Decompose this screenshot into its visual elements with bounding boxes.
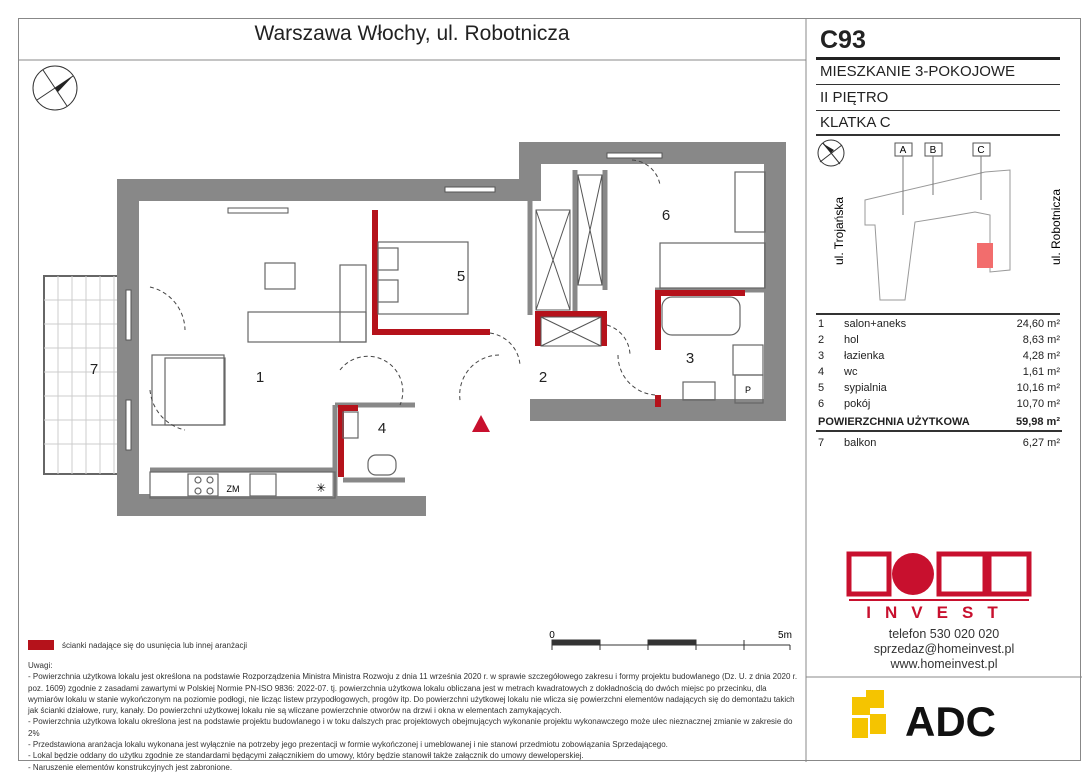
notes-heading: Uwagi: xyxy=(28,661,53,670)
staircase-b-label: B xyxy=(930,145,937,156)
boiler-label: P xyxy=(745,385,751,395)
street-left-label: ul. Trojańska xyxy=(832,197,846,265)
legend-label: ścianki nadające się do usunięcia lub in… xyxy=(62,641,248,650)
staircase-a-label: A xyxy=(900,145,907,156)
scale-end: 5m xyxy=(778,630,792,641)
north-arrow-icon xyxy=(32,65,78,111)
divider xyxy=(816,110,1060,111)
logo-text: INVEST xyxy=(866,603,1011,622)
street-right-label: ul. Robotnicza xyxy=(1049,189,1063,265)
notes: Uwagi: - Powierzchnia użytkowa lokalu je… xyxy=(28,660,798,773)
room-label-1: 1 xyxy=(256,369,264,386)
adc-logo: ADC xyxy=(852,690,996,745)
legend-swatch xyxy=(28,640,54,650)
page-title: Warszawa Włochy, ul. Robotnicza xyxy=(254,22,570,45)
room-label-6: 6 xyxy=(662,207,670,224)
contact-phone: telefon 530 020 020 xyxy=(888,627,1000,641)
scale-start: 0 xyxy=(549,630,555,641)
scale-bar xyxy=(551,639,791,650)
staircase-c-label: C xyxy=(977,145,984,156)
room-label-2: 2 xyxy=(539,369,547,386)
note-item: - Lokal będzie oddany do użytku zgodnie … xyxy=(28,751,584,761)
unit-floor: II PIĘTRO xyxy=(820,89,889,106)
unit-highlight xyxy=(977,243,993,268)
room-label-3: 3 xyxy=(686,350,694,367)
contact-website[interactable]: www.homeinvest.pl xyxy=(890,657,998,671)
floor-plan: 1 2 3 4 5 6 7 ZM P ✳ xyxy=(43,142,786,516)
unit-code: C93 xyxy=(820,26,866,54)
note-item: - Powierzchnia użytkowa lokalu określona… xyxy=(28,717,793,738)
divider xyxy=(816,313,1060,315)
sheet-frame xyxy=(18,18,1081,761)
divider xyxy=(816,57,1060,60)
room-label-5: 5 xyxy=(457,268,465,285)
note-item: - Przedstawiona aranżacja lokalu wykonan… xyxy=(28,740,668,750)
fridge-label: ZM xyxy=(227,484,240,494)
adc-logo-text: ADC xyxy=(905,698,996,745)
unit-staircase: KLATKA C xyxy=(820,114,891,131)
extractor-icon: ✳ xyxy=(316,481,326,495)
room-label-4: 4 xyxy=(378,420,386,437)
divider xyxy=(816,134,1060,136)
note-item: - Powierzchnia użytkowa lokalu jest okre… xyxy=(28,672,798,716)
unit-type: MIESZKANIE 3-POKOJOWE xyxy=(820,63,1016,80)
key-plan: A B C ul. Trojańska ul. Robotnicza xyxy=(817,139,1063,301)
contact-email[interactable]: sprzedaz@homeinvest.pl xyxy=(873,642,1015,656)
divider xyxy=(816,84,1060,85)
entrance-marker-icon xyxy=(472,415,490,432)
home-invest-logo: INVEST xyxy=(846,551,1032,622)
note-item: - Naruszenie elementów konstrukcyjnych j… xyxy=(28,762,233,772)
room-label-7: 7 xyxy=(90,361,98,378)
